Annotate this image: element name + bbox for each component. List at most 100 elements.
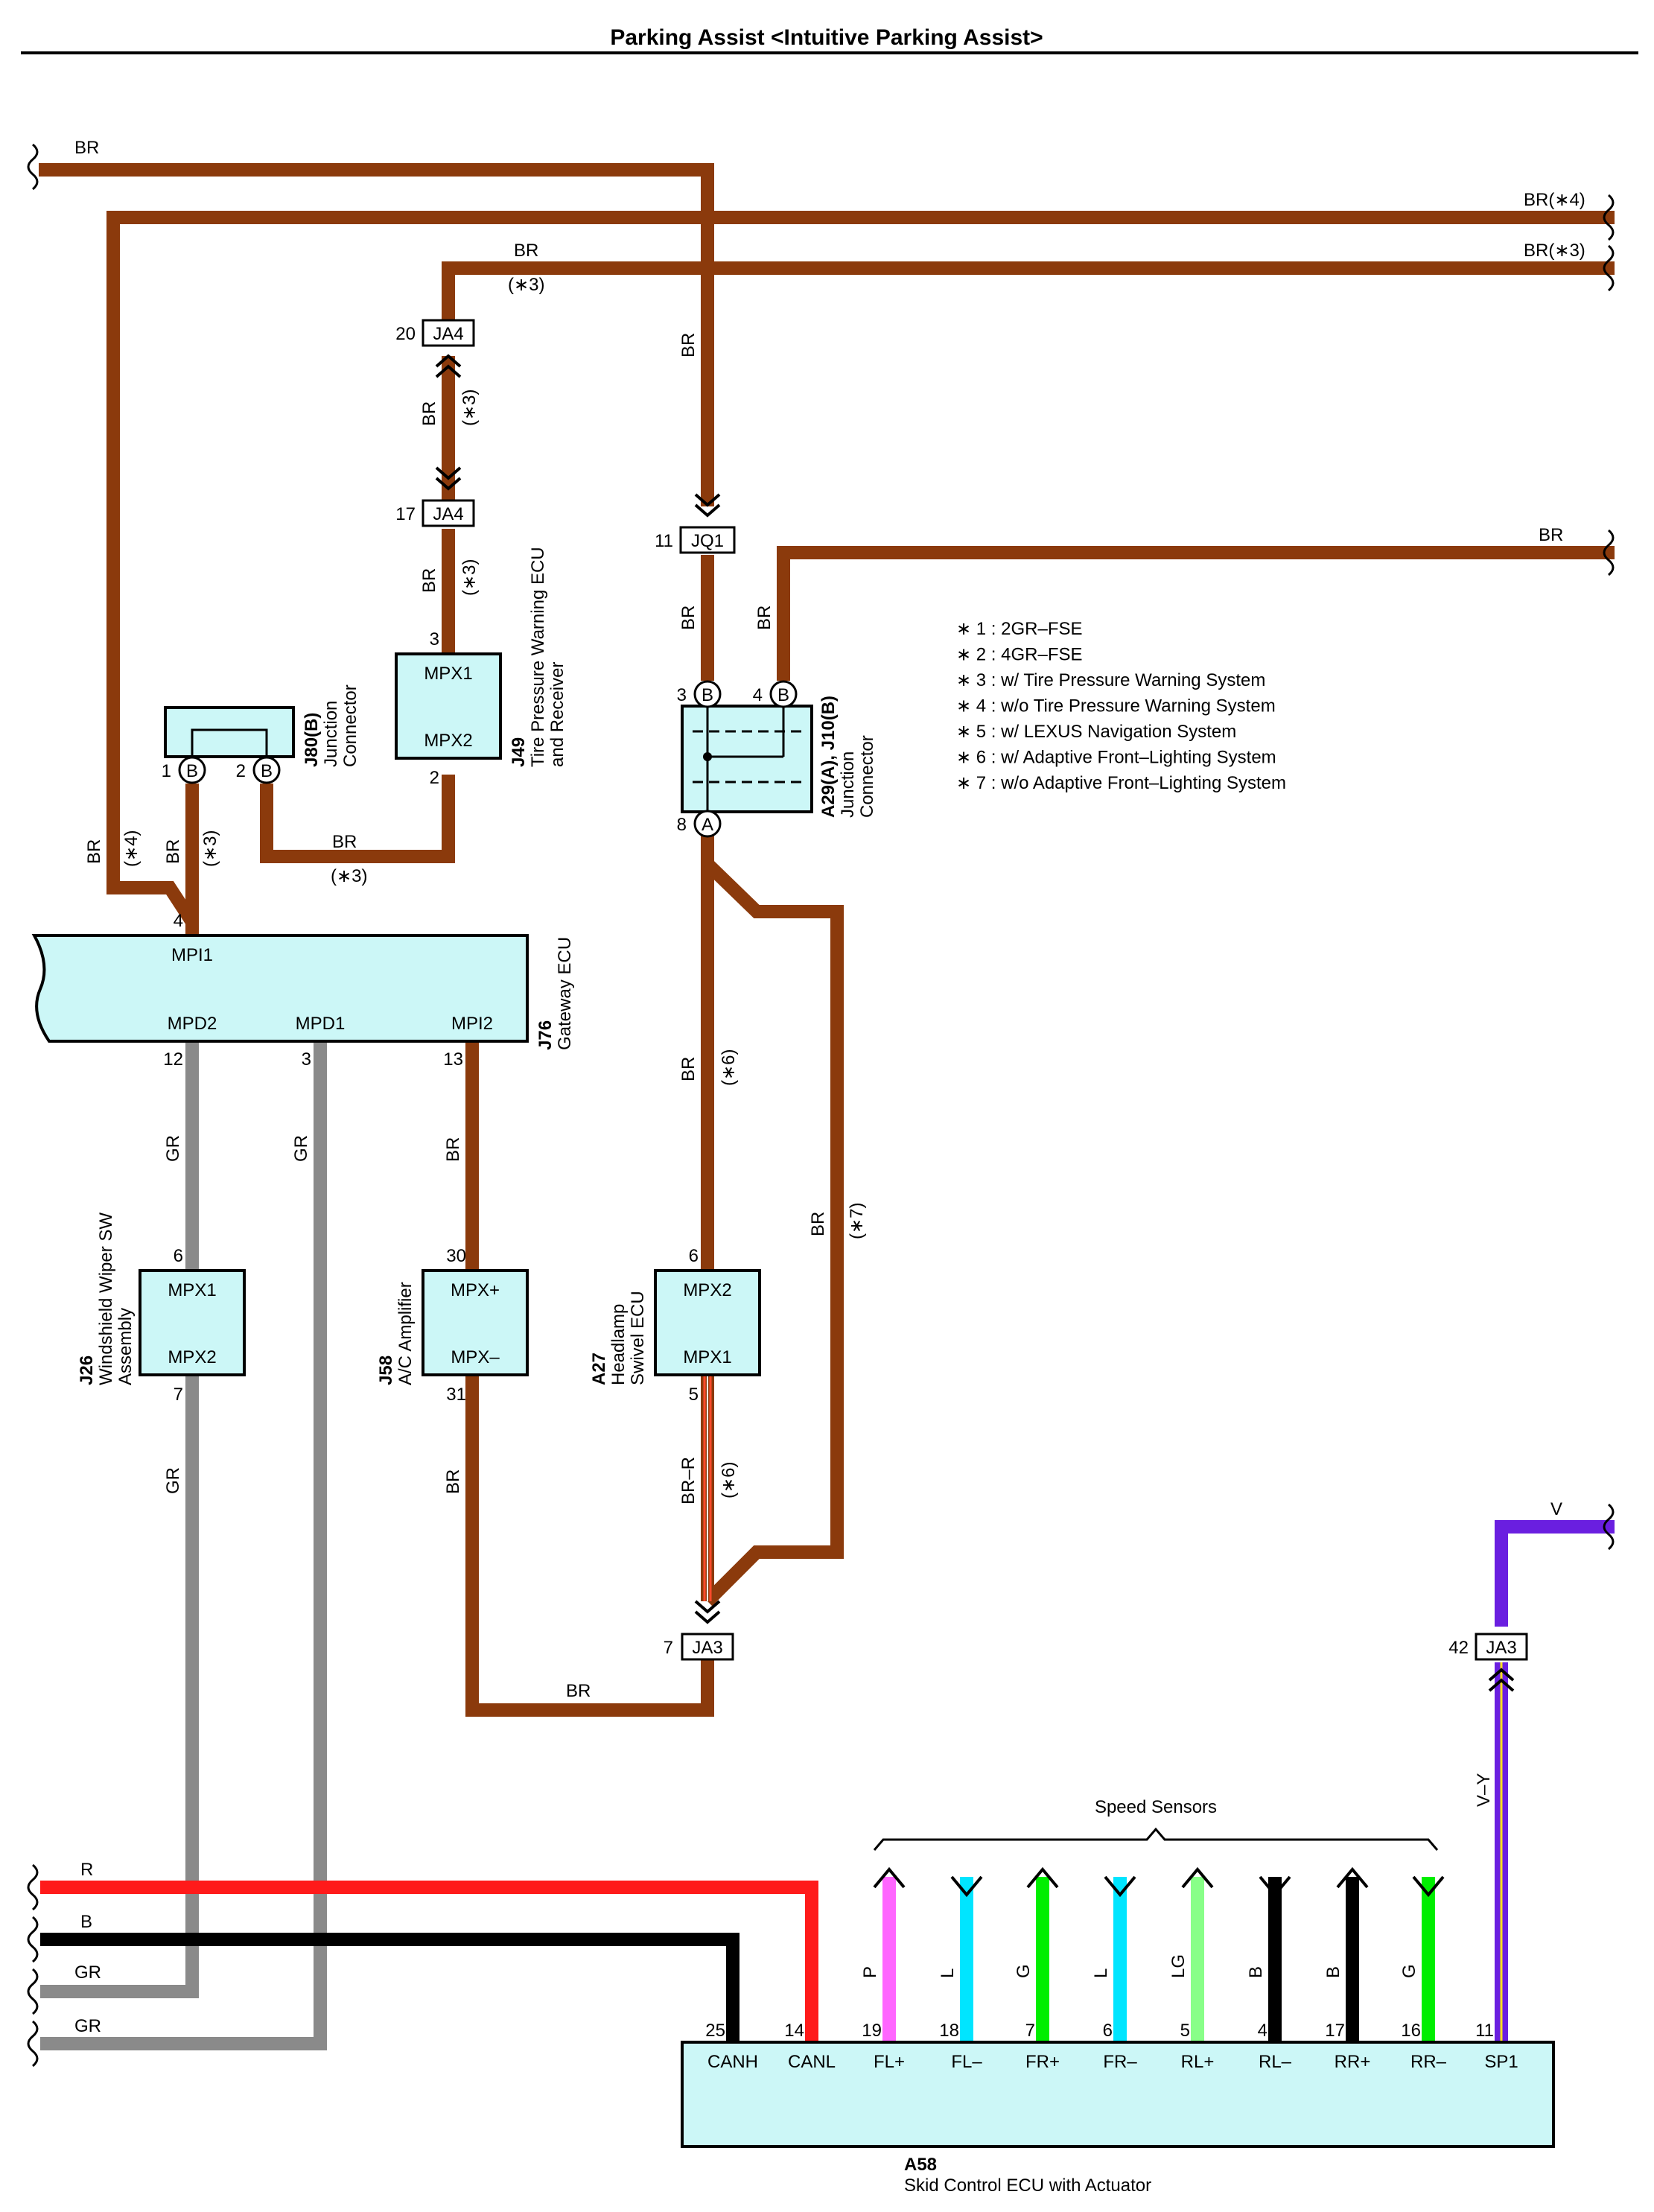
j49-tire-pressure-ecu: MPX1 MPX2 3 2 J49 Tire Pressure Warning … <box>395 547 567 788</box>
svg-text:BR: BR <box>514 241 538 261</box>
svg-text:Swivel ECU: Swivel ECU <box>628 1291 648 1385</box>
svg-text:GR: GR <box>291 1135 311 1162</box>
svg-text:BR: BR <box>566 1681 591 1701</box>
br-wire-right-a29 <box>777 546 1615 681</box>
svg-text:MPX–: MPX– <box>451 1347 500 1367</box>
svg-text:B: B <box>80 1912 92 1932</box>
svg-text:A58: A58 <box>904 2155 937 2175</box>
br-r-wire <box>701 1370 714 1601</box>
speed-sensor-wire-label: P <box>860 1966 880 1978</box>
a58-pin-name: FL+ <box>874 2052 905 2072</box>
speed-sensor-wire: L <box>1091 1875 1136 2042</box>
svg-text:42: 42 <box>1448 1638 1469 1658</box>
svg-text:2: 2 <box>430 768 439 788</box>
speed-sensors-bracket: Speed Sensors <box>873 1797 1439 1851</box>
svg-text:20: 20 <box>395 324 416 344</box>
svg-text:(∗7): (∗7) <box>847 1203 867 1239</box>
svg-text:J58: J58 <box>376 1356 396 1385</box>
a58-pin-name: RL– <box>1259 2052 1292 2072</box>
svg-text:3: 3 <box>302 1049 311 1070</box>
note-item: ∗ 6 : w/ Adaptive Front–Lighting System <box>956 748 1276 768</box>
svg-text:Speed Sensors: Speed Sensors <box>1095 1797 1217 1817</box>
a58-pin-name: FL– <box>951 2052 982 2072</box>
a58-pin-number: 16 <box>1401 2021 1421 2041</box>
connector-jq1: JQ1 11 <box>655 493 736 554</box>
svg-text:BR: BR <box>678 333 699 357</box>
break-right-br4 <box>1603 194 1615 241</box>
notes-list: ∗ 1 : 2GR–FSE∗ 2 : 4GR–FSE∗ 3 : w/ Tire … <box>956 619 1286 793</box>
svg-text:Connector: Connector <box>340 684 360 767</box>
gr-wire-j26-a58 <box>40 1369 199 1998</box>
svg-text:(∗6): (∗6) <box>719 1049 739 1086</box>
svg-text:Skid Control ECU with Actuator: Skid Control ECU with Actuator <box>904 2176 1151 2196</box>
break-left-gr2 <box>27 2020 39 2068</box>
svg-text:Windshield Wiper SW: Windshield Wiper SW <box>96 1213 116 1385</box>
svg-text:13: 13 <box>443 1049 463 1070</box>
svg-text:and Receiver: and Receiver <box>547 662 567 767</box>
r-wire-canl <box>40 1881 818 2042</box>
svg-text:BR: BR <box>678 1057 699 1081</box>
a58-pin-number: 11 <box>1475 2021 1494 2041</box>
svg-text:BR: BR <box>74 138 99 158</box>
a58-pin-number: 6 <box>1103 2021 1113 2041</box>
svg-text:GR: GR <box>163 1135 183 1162</box>
svg-text:BR: BR <box>678 606 699 630</box>
svg-text:(∗3): (∗3) <box>200 830 220 867</box>
arrow-up-icon <box>1336 1866 1369 1889</box>
svg-text:Headlamp: Headlamp <box>608 1304 629 1385</box>
v-wire <box>1495 1520 1615 1627</box>
svg-text:(∗3): (∗3) <box>459 559 480 596</box>
svg-text:V: V <box>1550 1499 1562 1519</box>
svg-text:Gateway ECU: Gateway ECU <box>555 937 575 1050</box>
a58-pin-name: SP1 <box>1484 2052 1518 2072</box>
j76-gateway-ecu: MPI1 MPD2 MPD1 MPI2 4 12 3 13 J76 Gatewa… <box>31 911 575 1070</box>
br-wire-j58-ja3 <box>465 1369 714 1717</box>
svg-text:A/C Amplifier: A/C Amplifier <box>395 1282 416 1385</box>
a58-pin-name: FR+ <box>1025 2052 1060 2072</box>
svg-text:J49: J49 <box>509 737 529 767</box>
speed-sensor-wire-label: L <box>938 1968 958 1978</box>
break-right-br <box>1603 529 1615 576</box>
wire-labels: BR BR(∗4) BR(∗3) BR (∗3) BR BR (∗3) BR R… <box>74 138 1585 2036</box>
svg-text:B: B <box>777 685 789 705</box>
svg-text:6: 6 <box>174 1246 183 1266</box>
svg-text:MPX2: MPX2 <box>424 731 472 751</box>
svg-text:BR: BR <box>332 832 357 852</box>
speed-sensor-wire: G <box>1014 1866 1059 2042</box>
a58-pin-name: RR– <box>1410 2052 1447 2072</box>
arrow-up-icon <box>1181 1866 1214 1889</box>
svg-text:11: 11 <box>655 531 673 551</box>
svg-text:MPX1: MPX1 <box>168 1280 216 1300</box>
a58-pin-number: 7 <box>1025 2021 1035 2041</box>
br-wire-n4 <box>106 211 1615 926</box>
svg-text:7: 7 <box>664 1638 673 1658</box>
svg-text:JA3: JA3 <box>1486 1638 1516 1658</box>
svg-text:BR: BR <box>443 1469 463 1494</box>
svg-text:J76: J76 <box>535 1020 556 1050</box>
svg-text:BR: BR <box>419 401 439 426</box>
svg-text:MPX2: MPX2 <box>683 1280 731 1300</box>
svg-text:BR: BR <box>419 568 439 593</box>
connector-ja4-bottom: JA4 17 <box>395 466 475 527</box>
svg-text:JA3: JA3 <box>692 1638 722 1658</box>
svg-text:3: 3 <box>677 685 687 705</box>
note-item: ∗ 3 : w/ Tire Pressure Warning System <box>956 670 1265 690</box>
arrow-down-icon <box>1104 1875 1136 1898</box>
svg-text:GR: GR <box>74 2016 101 2036</box>
break-left-br <box>27 143 39 191</box>
svg-text:JA4: JA4 <box>433 324 463 344</box>
svg-text:A27: A27 <box>589 1353 609 1385</box>
svg-text:GR: GR <box>74 1962 101 1983</box>
connector-ja3-left: JA3 7 <box>664 1600 734 1661</box>
arrow-down-icon <box>1412 1875 1445 1898</box>
note-item: ∗ 4 : w/o Tire Pressure Warning System <box>956 696 1276 716</box>
svg-text:Connector: Connector <box>857 735 877 818</box>
svg-text:(∗4): (∗4) <box>121 830 141 867</box>
svg-text:4: 4 <box>174 911 183 931</box>
svg-text:BR: BR <box>84 839 104 864</box>
b-wire-canh <box>40 1933 739 2042</box>
svg-text:6: 6 <box>689 1246 699 1266</box>
svg-text:BR: BR <box>443 1137 463 1162</box>
a58-pin-number: 5 <box>1180 2021 1190 2041</box>
